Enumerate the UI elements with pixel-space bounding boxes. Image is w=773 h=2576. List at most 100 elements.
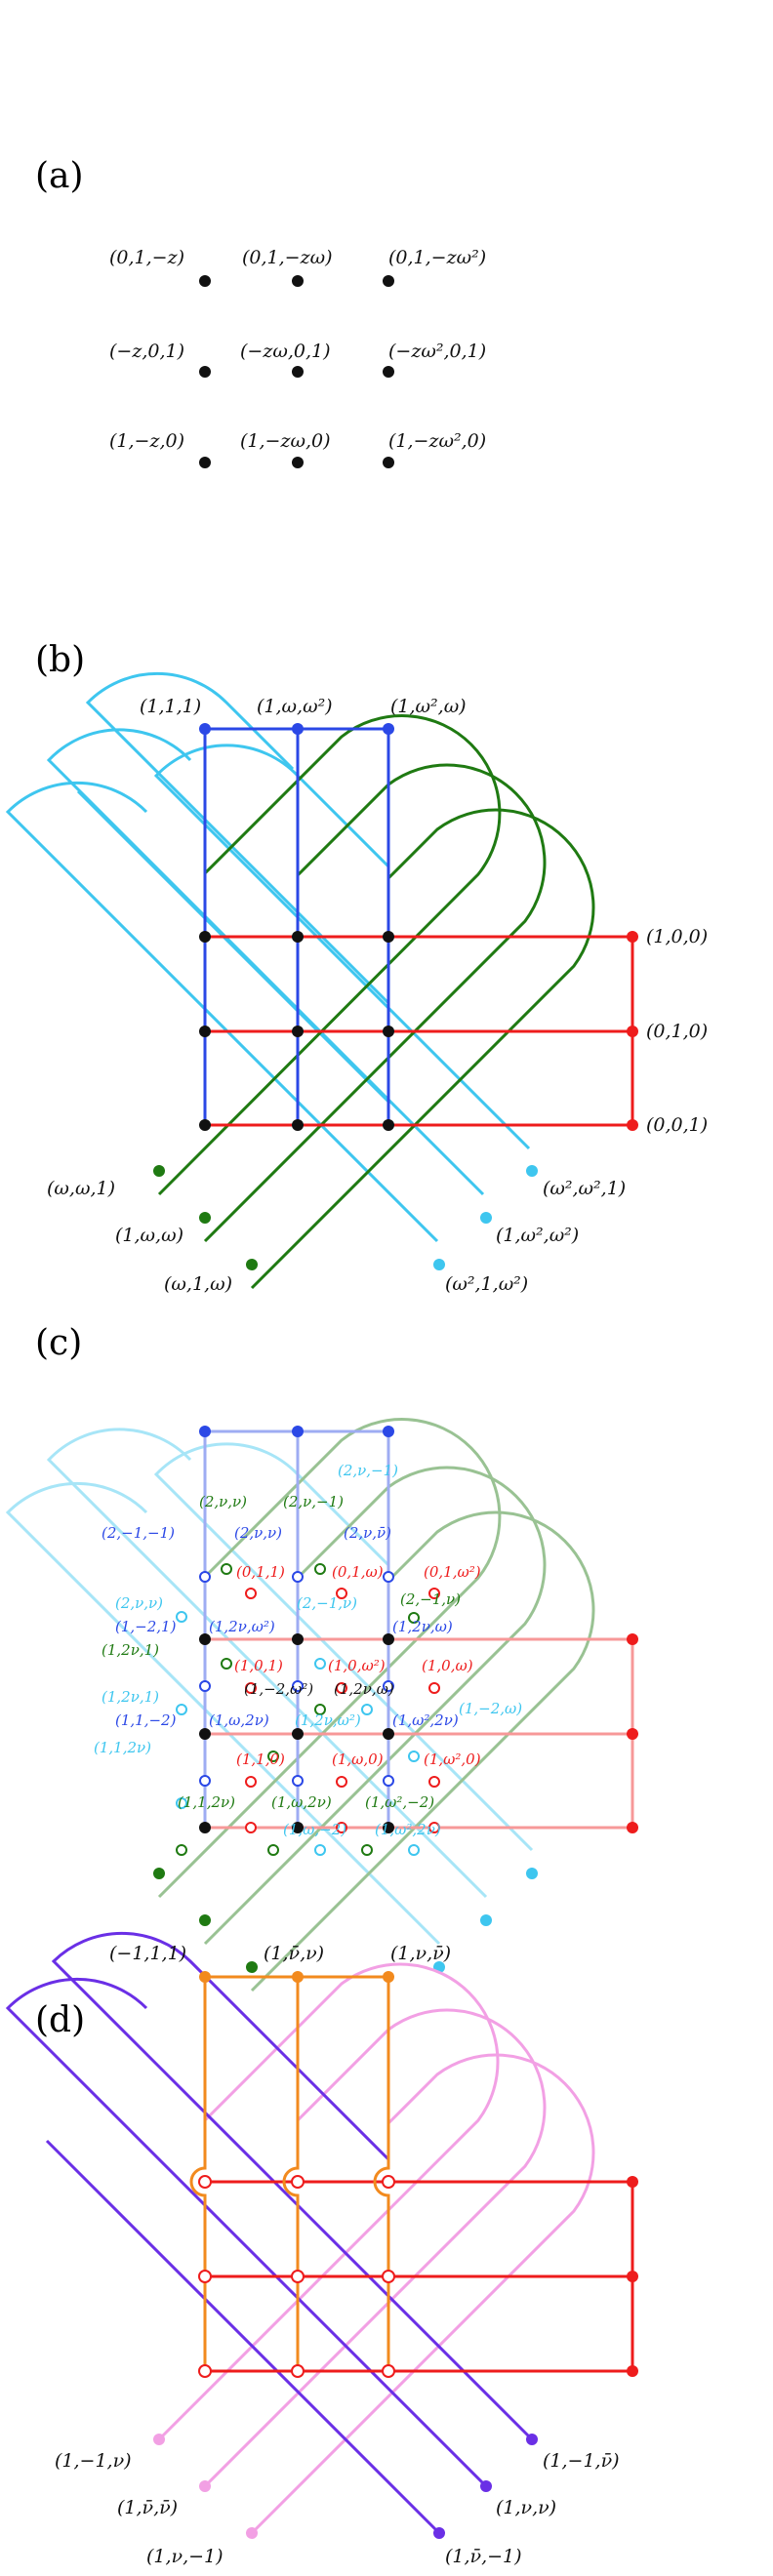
open-point (408, 1612, 420, 1624)
c-open-circles (176, 1563, 440, 1856)
cyan-edge-1 (76, 789, 390, 1104)
c-cyan-curve-2 (46, 1428, 488, 1899)
label-b-top-3: (1,ω²,ω) (390, 696, 467, 717)
blue-lines (203, 727, 390, 1125)
label-c-11: (2,ν,ν) (115, 1594, 163, 1612)
grid-dot (199, 1026, 211, 1037)
label-c-6: (2,ν,ν̄) (344, 1524, 391, 1542)
label-a-2: (0,1,−zω) (242, 247, 333, 268)
d-open-circles (198, 2175, 395, 2378)
red-dot (627, 2365, 638, 2377)
label-c-1: (2,ν,−1) (338, 1462, 398, 1479)
green-dot (199, 1212, 211, 1224)
violet-curves (5, 1931, 534, 2535)
blue-dot (383, 1426, 394, 1437)
open-point (314, 1844, 326, 1856)
point-a-6 (383, 366, 394, 378)
point-a-1 (199, 275, 211, 287)
label-c-29: (1,1,0) (236, 1751, 285, 1768)
orange-dot (383, 1971, 394, 1983)
grid-dot (383, 1822, 394, 1833)
grid-dot (292, 1822, 304, 1833)
open-point (292, 1571, 304, 1583)
label-c-32: (1,1,2ν) (178, 1793, 235, 1811)
label-c-23: (1,1,−2) (115, 1711, 177, 1729)
open-point (383, 1775, 394, 1787)
open-point (428, 1682, 440, 1694)
cyan-curve-2b (5, 782, 439, 1243)
blue-dot (199, 1426, 211, 1437)
label-c-26: (1,ω²,2ν) (392, 1711, 459, 1729)
open-point (408, 1844, 420, 1856)
grid-dot (292, 1728, 304, 1740)
pink-dot (153, 2434, 165, 2445)
open-point (314, 1563, 326, 1575)
c-cyan-curve-1 (153, 1442, 534, 1852)
panel-b: (b) (5, 640, 708, 1295)
violet-dot (480, 2480, 492, 2492)
open-point (361, 1704, 373, 1715)
pink-curves (157, 1962, 595, 2535)
label-c-9: (0,1,ω²) (424, 1563, 481, 1581)
grid-dot (383, 1119, 394, 1131)
open-point (267, 1844, 279, 1856)
panel-b-cyan-dots (433, 1165, 538, 1270)
blue-dot (383, 723, 394, 735)
label-c-10: (2,−1,ν) (400, 1590, 461, 1608)
point-a-7 (199, 457, 211, 468)
open-point (428, 1588, 440, 1599)
label-d-top-2: (1,ν̄,ν) (264, 1943, 324, 1964)
open-point (245, 1776, 257, 1788)
label-d-top-1: (−1,1,1) (109, 1943, 186, 1964)
open-point (198, 2270, 212, 2283)
label-c-15: (1,2ν,ω) (392, 1618, 453, 1635)
violet-curve-2 (5, 1978, 488, 2488)
label-c-2: (2,ν,ν) (199, 1493, 247, 1510)
point-a-5 (292, 366, 304, 378)
label-d-violet-1: (1,−1,ν̄) (543, 2450, 620, 2472)
label-c-18: (1,0,ω²) (328, 1657, 386, 1674)
grid-dot (383, 1728, 394, 1740)
c-red-end-dots (627, 1633, 638, 1833)
open-point (314, 1704, 326, 1715)
c-cyan-curve-3 (5, 1482, 441, 1946)
red-dot (627, 1119, 638, 1131)
open-point (176, 1611, 187, 1623)
pink-dot (199, 2480, 211, 2492)
label-b-right-2: (0,1,0) (646, 1021, 708, 1042)
green-dot (246, 1259, 258, 1270)
red-dot (627, 1633, 638, 1645)
d-red-end-dots (627, 2176, 638, 2377)
label-d-violet-3: (1,ν̄,−1) (445, 2546, 522, 2567)
c-green-end-dots (153, 1868, 258, 1973)
panel-a: (a) (0,1,−z) (0,1,−zω) (0,1,−zω²) (−z,0,… (35, 156, 486, 468)
blue-dot (292, 723, 304, 735)
green-dot (199, 1914, 211, 1926)
label-c-19: (1,0,ω) (422, 1657, 473, 1674)
green-dot (153, 1868, 165, 1879)
violet-curve-1 (51, 1931, 534, 2441)
open-point (292, 1775, 304, 1787)
label-c-31: (1,ω²,0) (424, 1751, 481, 1768)
panel-b-labels: (1,1,1) (1,ω,ω²) (1,ω²,ω) (1,0,0) (0,1,0… (47, 696, 708, 1295)
c-green-curve-3 (250, 1510, 595, 1992)
label-a-6: (−zω²,0,1) (388, 341, 486, 362)
grid-dot (199, 1633, 211, 1645)
green-dot (153, 1165, 165, 1177)
panel-a-labels: (0,1,−z) (0,1,−zω) (0,1,−zω²) (−z,0,1) (… (109, 247, 486, 452)
open-point (221, 1563, 232, 1575)
panel-d-labels: (−1,1,1) (1,ν̄,ν) (1,ν,ν̄) (1,−1,ν) (1,ν… (55, 1943, 620, 2567)
open-point (245, 1822, 257, 1833)
point-a-4 (199, 366, 211, 378)
point-a-2 (292, 275, 304, 287)
orange-dot (292, 1971, 304, 1983)
label-c-16: (1,2ν,1) (102, 1641, 159, 1659)
green-curve-1 (157, 714, 502, 1196)
cyan-curve-1 (153, 744, 531, 1150)
label-a-7: (1,−z,0) (109, 430, 184, 452)
panel-c-tag: (c) (35, 1323, 82, 1363)
cyan-dot (480, 1212, 492, 1224)
orange-dot (199, 1971, 211, 1983)
point-a-8 (292, 457, 304, 468)
